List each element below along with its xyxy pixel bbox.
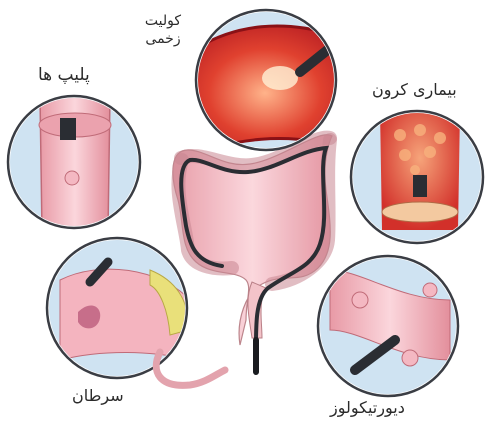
label-crohns-disease: بیماری کرون bbox=[372, 80, 457, 99]
polyps-inset bbox=[6, 96, 146, 236]
label-polyps: پلیپ ها bbox=[38, 65, 90, 85]
label-diverticulosis: دیورتیکولوز bbox=[330, 398, 405, 417]
crohns-disease-inset bbox=[350, 110, 490, 250]
label-ulcerative-colitis: کولیت زخمی bbox=[128, 12, 198, 48]
diverticulosis-inset bbox=[318, 256, 468, 406]
label-cancer: سرطان bbox=[72, 386, 124, 405]
colon-illustration bbox=[173, 135, 332, 372]
